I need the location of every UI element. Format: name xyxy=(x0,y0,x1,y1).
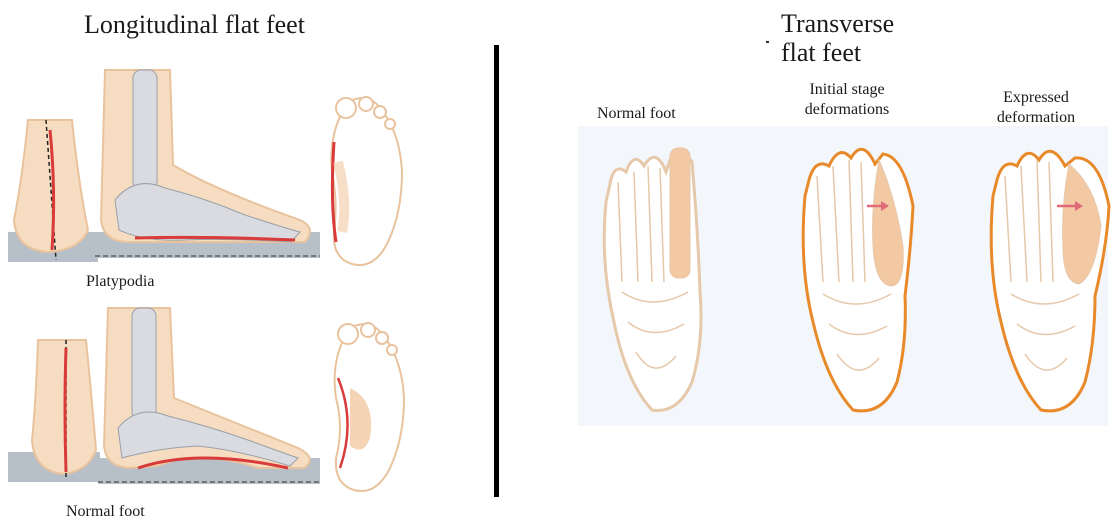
foot-label-expressed: Expressed deformation xyxy=(976,88,1096,128)
foot-label-normal: Normal foot xyxy=(597,104,676,124)
foot-label-expressed-line2: deformation xyxy=(976,108,1096,128)
normal-side-view xyxy=(98,308,320,498)
platypodia-rear-view xyxy=(8,120,98,265)
foot-label-initial-line1: Initial stage xyxy=(782,80,912,100)
normal-foot-label-left: Normal foot xyxy=(66,502,145,522)
transverse-normal-foot xyxy=(592,142,712,417)
platypodia-label: Platypodia xyxy=(86,272,154,292)
foot-label-expressed-line1: Expressed xyxy=(976,88,1096,108)
normal-sole-view xyxy=(320,318,410,498)
transverse-initial-foot xyxy=(795,136,920,418)
platypodia-sole-view xyxy=(318,92,408,272)
left-title: Longitudinal flat feet xyxy=(84,10,305,40)
transverse-expressed-foot xyxy=(983,136,1113,418)
right-title-line1: Transverse xyxy=(781,9,894,39)
foot-label-initial: Initial stage deformations xyxy=(782,80,912,120)
title-tick xyxy=(766,41,769,43)
right-title-line2: flat feet xyxy=(781,38,861,68)
vertical-divider xyxy=(494,45,499,497)
foot-label-initial-line2: deformations xyxy=(782,100,912,120)
normal-rear-view xyxy=(30,340,100,485)
platypodia-side-view xyxy=(95,70,320,265)
